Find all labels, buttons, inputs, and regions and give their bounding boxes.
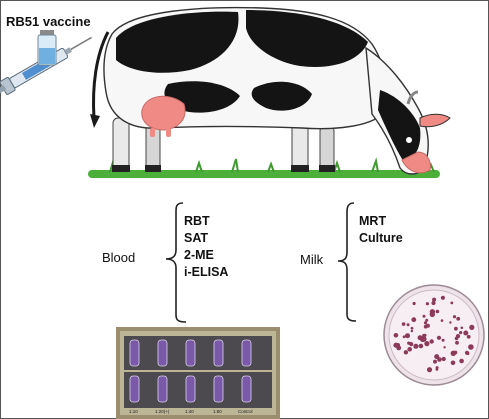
milk-bracket bbox=[337, 202, 357, 322]
tube-label: Control bbox=[238, 409, 253, 414]
tube-label: 1:40 bbox=[185, 409, 194, 414]
blood-test-item: RBT bbox=[184, 214, 210, 228]
bacterial-colony bbox=[423, 321, 428, 325]
cow-illustration bbox=[90, 6, 451, 175]
bacterial-colony bbox=[435, 309, 440, 314]
bacterial-colony bbox=[396, 345, 402, 351]
bacterial-colony bbox=[422, 314, 426, 318]
milk-label: Milk bbox=[300, 252, 324, 267]
bacterial-colony bbox=[452, 315, 457, 319]
bacterial-colony bbox=[440, 295, 445, 300]
tube-label: 1:10 bbox=[129, 409, 138, 414]
bacterial-colony bbox=[406, 323, 410, 327]
bacterial-colony bbox=[466, 351, 470, 356]
bacterial-colony bbox=[460, 326, 464, 330]
bacterial-colony bbox=[431, 300, 436, 306]
bacterial-colony bbox=[443, 346, 446, 349]
vaccine-label: RB51 vaccine bbox=[6, 14, 91, 29]
bacterial-colony bbox=[425, 318, 429, 322]
bacterial-colony bbox=[405, 333, 410, 339]
bacterial-colony bbox=[450, 360, 456, 366]
blood-tests-list: RBT SAT 2-ME i-ELISA bbox=[184, 213, 228, 281]
tube-label: 1:20(+) bbox=[155, 409, 170, 414]
bacterial-colony bbox=[441, 338, 445, 342]
bacterial-colony bbox=[466, 334, 471, 339]
bacterial-colony bbox=[441, 356, 446, 362]
bacterial-colony bbox=[407, 347, 413, 352]
bacterial-colony bbox=[425, 302, 429, 306]
bacterial-colony bbox=[429, 339, 434, 344]
bacterial-colony bbox=[403, 350, 409, 355]
bacterial-colony bbox=[435, 368, 439, 371]
bacterial-colony bbox=[459, 331, 463, 335]
agglutination-tube-rack: 1:10 1:20(+) 1:40 1:80 Control bbox=[116, 327, 280, 419]
milk-test-item: MRT bbox=[359, 214, 387, 228]
blood-test-item: 2-ME bbox=[184, 248, 214, 262]
blood-bracket bbox=[165, 202, 187, 323]
bacterial-colony bbox=[449, 321, 452, 324]
blood-test-item: SAT bbox=[184, 231, 209, 245]
bacterial-colony bbox=[401, 322, 406, 326]
bacterial-colony bbox=[413, 343, 419, 349]
bacterial-colony bbox=[450, 301, 454, 305]
bacterial-colony bbox=[469, 324, 475, 330]
bacterial-colony bbox=[433, 359, 437, 364]
blood-test-item: i-ELISA bbox=[184, 265, 229, 279]
bacterial-colony bbox=[432, 297, 437, 302]
milk-tests-list: MRT Culture bbox=[359, 213, 403, 247]
bacterial-colony bbox=[429, 309, 436, 315]
bacterial-colony bbox=[465, 331, 468, 335]
bacterial-colony bbox=[421, 336, 427, 342]
bacterial-colony bbox=[409, 342, 414, 347]
bacterial-colony bbox=[454, 326, 458, 331]
bacterial-colony bbox=[453, 350, 458, 355]
bacterial-colony bbox=[455, 334, 461, 339]
bacterial-colony bbox=[456, 316, 461, 321]
bacterial-colony bbox=[423, 324, 428, 329]
blood-label: Blood bbox=[102, 250, 136, 265]
milk-test-item: Culture bbox=[359, 231, 403, 245]
bacterial-colony bbox=[426, 367, 433, 373]
bacterial-colony bbox=[468, 344, 474, 350]
bacterial-colony bbox=[440, 319, 444, 322]
bacterial-colony bbox=[418, 343, 424, 349]
bacterial-colony bbox=[402, 335, 406, 339]
bacterial-colony bbox=[455, 340, 459, 345]
bacterial-colony bbox=[434, 354, 440, 360]
bacterial-colony bbox=[410, 329, 414, 333]
vaccine-vial-icon bbox=[37, 30, 57, 66]
petri-dish bbox=[383, 284, 485, 386]
bacterial-colony bbox=[436, 335, 442, 340]
bacterial-colony bbox=[410, 326, 414, 330]
bacterial-colony bbox=[412, 301, 416, 306]
tube-label: 1:80 bbox=[213, 409, 222, 414]
grass bbox=[88, 157, 440, 178]
bacterial-colony bbox=[424, 341, 430, 347]
bacterial-colony bbox=[393, 333, 399, 338]
bacterial-colony bbox=[459, 358, 464, 364]
bacterial-colony bbox=[411, 317, 417, 323]
